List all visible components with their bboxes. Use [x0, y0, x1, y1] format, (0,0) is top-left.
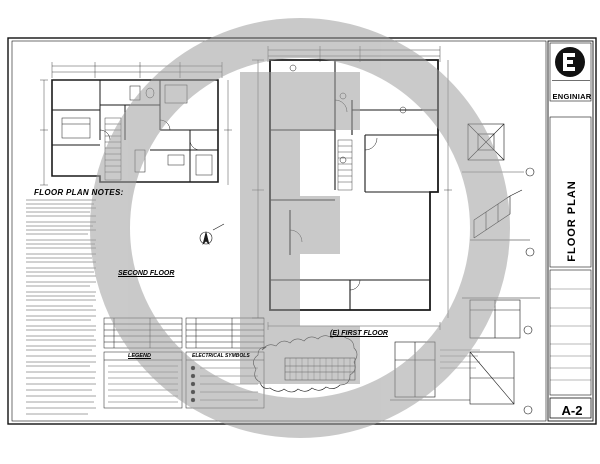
watermark [90, 18, 510, 438]
second-floor-plan [40, 62, 232, 245]
floor-plan-notes-title: FLOOR PLAN NOTES: [34, 188, 124, 197]
brand-logo [552, 47, 590, 81]
sheet-number: A-2 [561, 403, 583, 418]
first-floor-label: (E) FIRST FLOOR [330, 330, 388, 337]
legend-label: LEGEND [128, 353, 151, 359]
second-floor-label: SECOND FLOOR [118, 270, 175, 277]
brand-name: ENGINIAR [552, 92, 592, 101]
floor-plan-notes-block [26, 199, 96, 415]
electrical-symbols-label: ELECTRICAL SYMBOLS [192, 353, 250, 359]
lower-right-detail [469, 351, 533, 415]
sheet-title: FLOOR PLAN [566, 180, 578, 262]
title-block [547, 40, 594, 422]
